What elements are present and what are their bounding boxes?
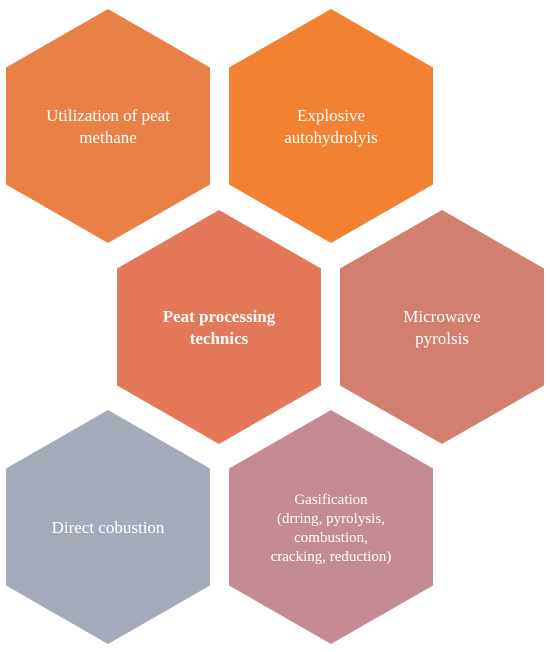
- hexagon-shape: [340, 210, 544, 444]
- hexagon-label-line: Peat processing: [163, 307, 276, 326]
- hexagon-label: Gasification (drring, pyrolysis, combustio…: [271, 492, 392, 565]
- hexagon-shape: [6, 410, 210, 644]
- hexagon-label-line: methane: [79, 128, 137, 147]
- hexagon-label: Direct cobustion: [52, 518, 165, 537]
- hexagon-shape: [229, 410, 433, 644]
- hexagon-gasification: Gasification (drring, pyrolysis, combustio…: [229, 410, 433, 644]
- hexagon-label: Explosive autohydrolyis: [284, 106, 378, 147]
- hexagon-label: Microwave pyrolsis: [403, 307, 480, 348]
- hexagon-shape: [6, 9, 210, 243]
- hexagon-label-line: autohydrolyis: [284, 128, 378, 147]
- hexagon-utilization-peat-methane: Utilization of peat methane: [6, 9, 210, 243]
- hexagon-label-line: Utilization of peat: [46, 106, 170, 125]
- hexagon-shape: [117, 210, 321, 444]
- hexagon-microwave-pyrolysis: Microwave pyrolsis: [340, 210, 544, 444]
- hexagon-label-line: combustion,: [294, 530, 368, 546]
- hexagon-explosive-autohydrolysis: Explosive autohydrolyis: [229, 9, 433, 243]
- hexagon-label-line: Microwave: [403, 307, 480, 326]
- hexagon-label-line: Gasification: [294, 492, 368, 508]
- hexagon-label-line: Direct cobustion: [52, 518, 165, 537]
- hexagon-label-line: pyrolsis: [415, 329, 469, 348]
- hexagon-label-line: cracking, reduction): [271, 549, 392, 565]
- hexagon-label-line: Explosive: [297, 106, 365, 125]
- hexagon-label: Peat processing technics: [163, 307, 276, 348]
- hexagon-label: Utilization of peat methane: [46, 106, 170, 147]
- hexagon-shape: [229, 9, 433, 243]
- hexagon-peat-processing-technics: Peat processing technics: [117, 210, 321, 444]
- hexagon-label-line: (drring, pyrolysis,: [277, 511, 385, 527]
- hexagon-direct-combustion: Direct cobustion: [6, 410, 210, 644]
- hexagon-label-line: technics: [190, 329, 249, 348]
